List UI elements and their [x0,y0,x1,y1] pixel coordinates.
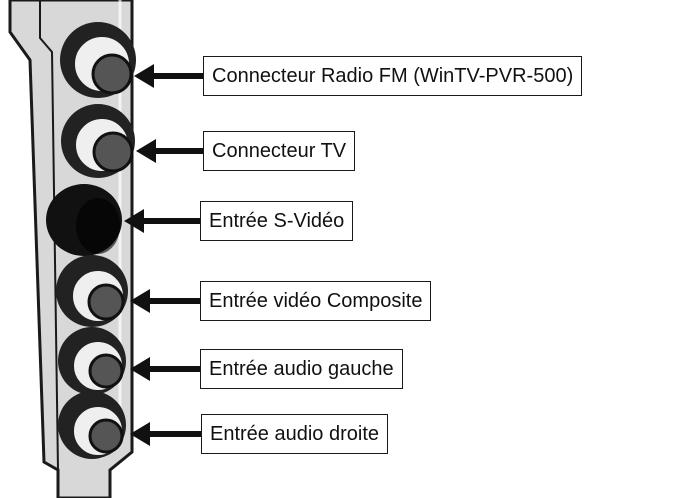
arrow-icon [130,357,200,381]
label-composite-video: Entrée vidéo Composite [200,281,432,321]
bracket-edge [39,0,59,471]
coax-connector-icon [60,22,136,98]
rca-connector-icon [58,327,126,395]
coax-connector-icon [61,104,135,178]
s-video-connector-icon [46,184,122,256]
arrow-icon [130,422,202,446]
label-tv: Connecteur TV [203,131,356,171]
label-radio-fm: Connecteur Radio FM (WinTV-PVR-500) [203,56,583,96]
label-audio-left: Entrée audio gauche [200,349,403,389]
rca-connector-icon [56,255,128,327]
arrow-icon [130,289,200,313]
label-audio-right: Entrée audio droite [201,414,389,454]
label-s-video: Entrée S-Vidéo [200,201,354,241]
arrow-icon [136,139,204,163]
rca-connector-icon [58,391,126,459]
arrow-icon [124,209,200,233]
arrow-icon [134,64,204,88]
